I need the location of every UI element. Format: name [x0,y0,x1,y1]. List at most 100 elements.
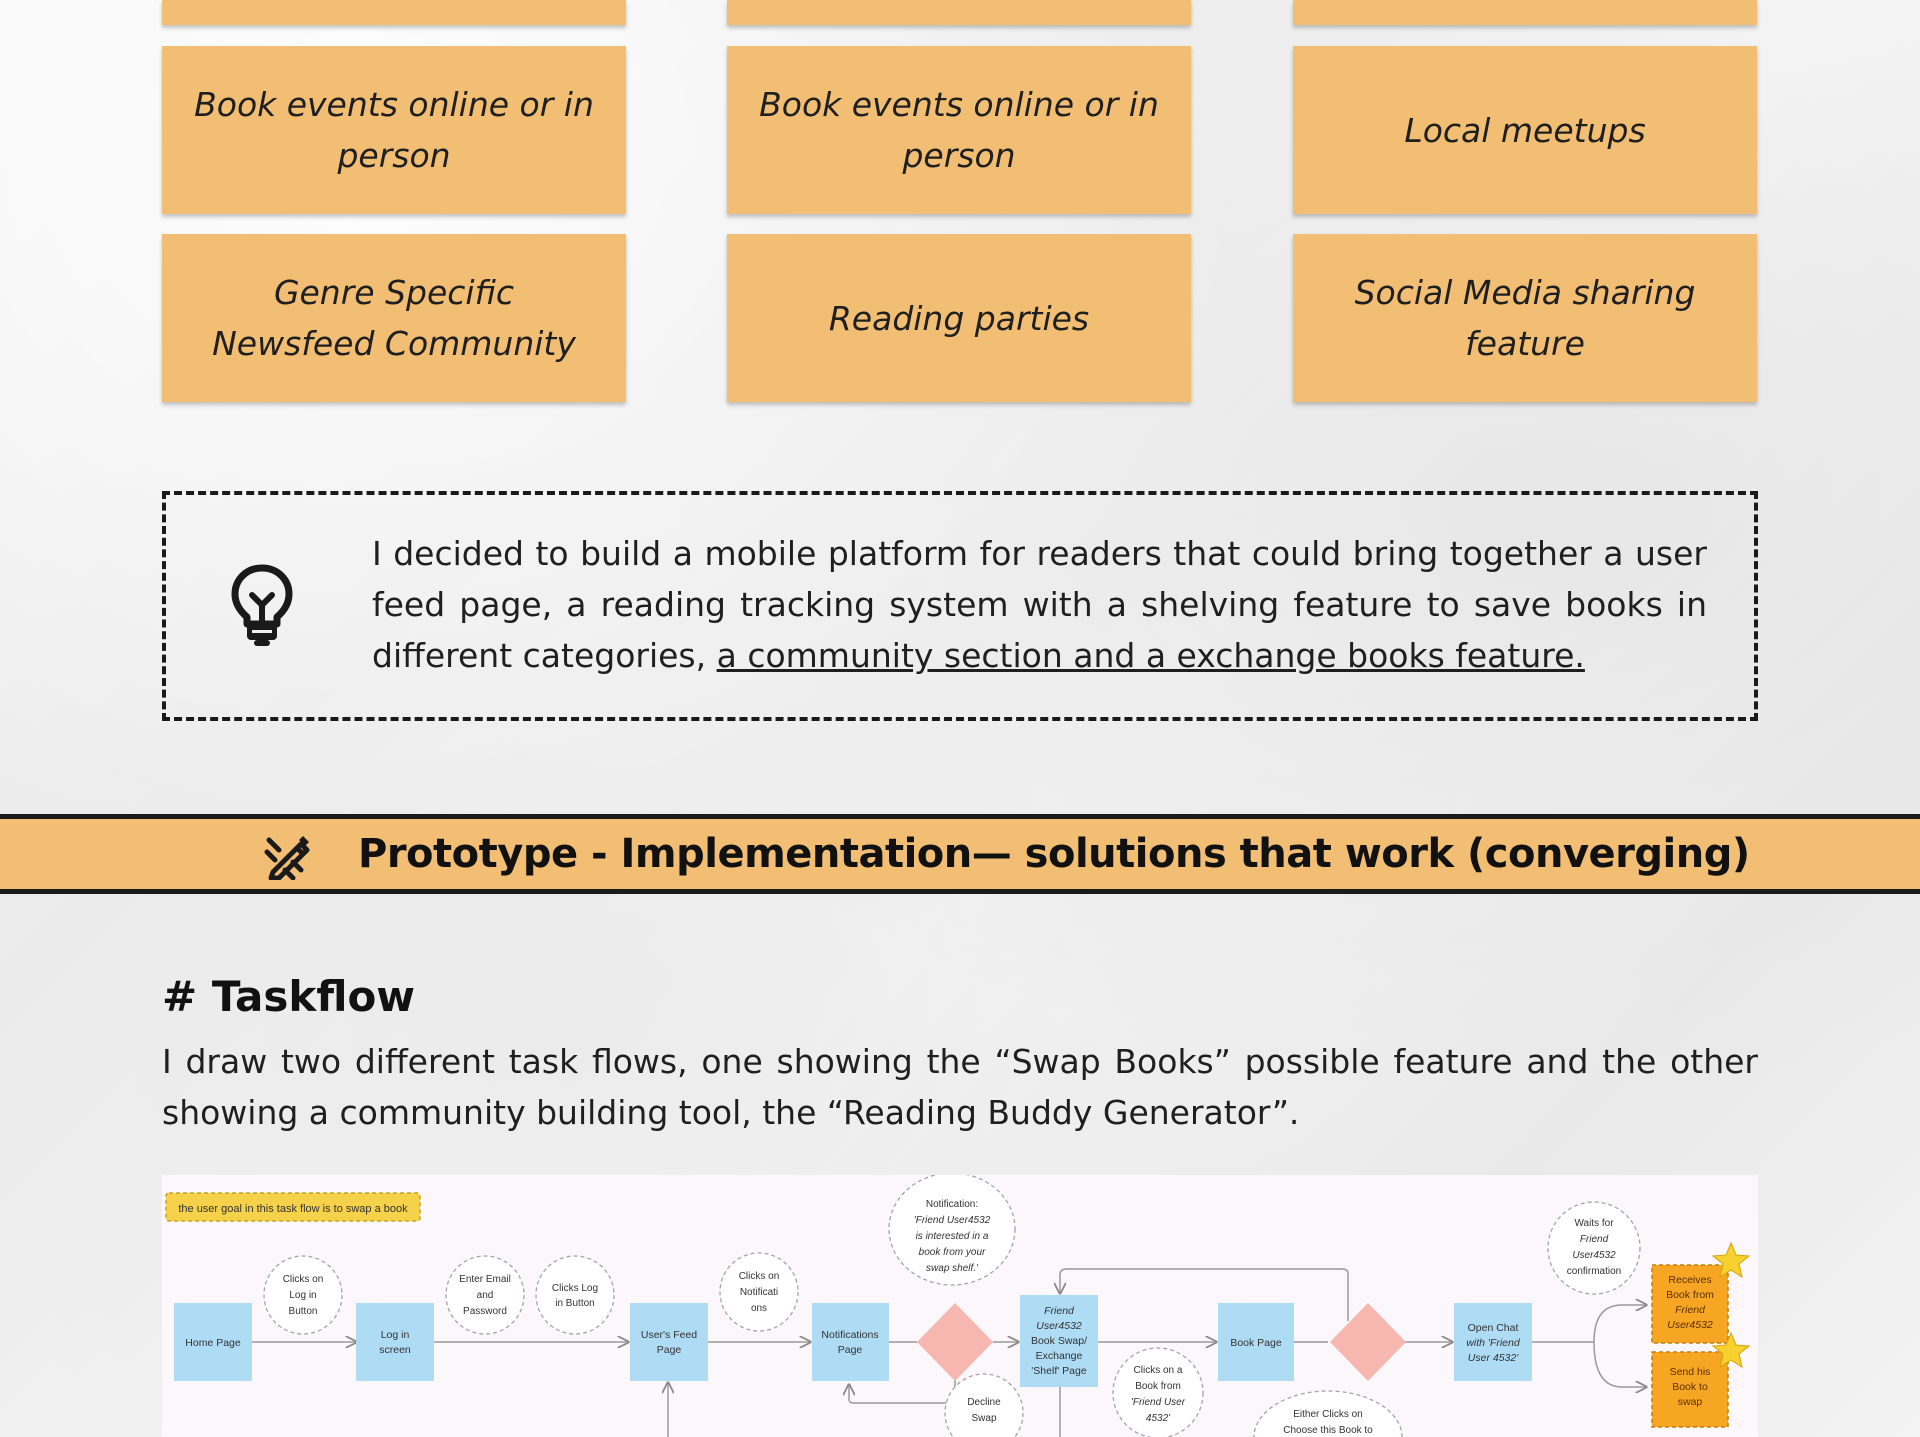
node-label: Log in [381,1329,410,1341]
node-label: Friend [1675,1304,1706,1316]
node-label: 'Shelf' Page [1031,1365,1087,1377]
star-icon [1711,1331,1751,1369]
taskflow-description: I draw two different task flows, one sho… [162,1042,1758,1132]
circle-label: Clicks on [739,1271,780,1282]
circle-label: is interested in a [916,1231,989,1242]
node-label: User's Feed [641,1329,697,1341]
idea-callout-box [162,491,1758,721]
circle-label: book from your [919,1247,986,1258]
idea-text-underlined: a community section and a exchange books… [716,636,1585,675]
node-label: swap [1678,1396,1703,1408]
feed-page-node [630,1303,708,1381]
section-banner [0,814,1920,894]
sticky-note: Book events online or in person [727,46,1191,214]
action-circle [535,1255,615,1335]
taskflow-svg: the user goal in this task flow is to sw… [165,1175,1751,1437]
sticky-note-partial-3 [1293,0,1757,25]
decision-diamond [917,1303,993,1381]
notifications-page-node [812,1303,889,1381]
sticky-note-text: Book events online or in person [759,85,1159,175]
circle-label: Clicks on [283,1274,324,1285]
sticky-note-partial-2 [727,0,1191,25]
idea-text-plain: I decided to build a mobile platform for… [372,534,1707,675]
node-label: Book Swap/ [1031,1335,1087,1347]
sticky-note: Social Media sharing feature [1293,234,1757,402]
taskflow-heading: # Taskflow [162,972,416,1021]
sticky-note-text: Genre Specific Newsfeed Community [212,273,576,363]
circle-label: in Button [555,1298,594,1309]
circle-label: Book from [1135,1381,1181,1392]
home-page-node [174,1303,252,1381]
idea-text: I decided to build a mobile platform for… [372,528,1707,681]
circle-label: Password [463,1306,507,1317]
open-chat-node [1454,1303,1532,1381]
action-circle [944,1373,1024,1437]
action-circle [1547,1201,1641,1295]
circle-label: ons [751,1303,767,1314]
circle-label: Notification: [926,1199,978,1210]
circle-label: Friend [1580,1234,1609,1245]
node-label: Send his [1670,1366,1711,1378]
node-label: User 4532' [1468,1352,1519,1364]
node-label: Page [657,1344,682,1356]
sticky-note-text: Reading parties [828,298,1090,338]
sticky-note: Local meetups [1293,46,1757,214]
circle-label: and [477,1290,494,1301]
circle-label: Clicks on a [1134,1365,1183,1376]
circle-label: 'Friend User4532 [914,1215,991,1226]
node-label: with 'Friend [1466,1337,1521,1349]
sticky-note: Book events online or in person [162,46,626,214]
sticky-note-text: Social Media sharing feature [1354,273,1696,363]
circle-label: Enter Email [459,1274,511,1285]
node-label: Book to [1672,1381,1708,1393]
goal-note [165,1192,421,1222]
circle-label: Clicks Log [552,1283,598,1294]
login-screen-node [356,1303,434,1381]
sticky-note: Reading parties [727,234,1191,402]
circle-label: Swap [971,1413,996,1424]
pencil-ruler-icon [264,836,310,880]
friend-shelf-node [1020,1295,1098,1387]
taskflow-diagram: the user goal in this task flow is to sw… [162,1175,1758,1437]
circle-label: 'Friend User [1131,1397,1186,1408]
sticky-note: Genre Specific Newsfeed Community [162,234,626,402]
node-label: User4532 [1667,1319,1713,1331]
circle-label: swap shelf.' [926,1263,979,1274]
sticky-note-text: Book events online or in person [194,85,594,175]
node-label: Book from [1666,1289,1714,1301]
lightbulb-icon [231,564,293,646]
node-label: Book Page [1230,1337,1282,1349]
node-label: Open Chat [1468,1322,1519,1334]
circle-label: User4532 [1572,1250,1616,1261]
action-circle [1112,1347,1204,1437]
circle-label: Waits for [1574,1218,1614,1229]
action-circle [1253,1390,1403,1437]
circle-label: Decline [967,1397,1001,1408]
node-label: Exchange [1036,1350,1083,1362]
node-label: Page [838,1344,863,1356]
receives-book-node [1651,1264,1729,1344]
node-label: Home Page [185,1337,241,1349]
node-label: Receives [1668,1274,1711,1286]
sticky-note-text: Local meetups [1404,110,1646,150]
node-label: Notifications [821,1329,878,1341]
circle-label: Log in [289,1290,316,1301]
circle-label: 4532' [1146,1413,1171,1424]
action-circle [445,1255,525,1335]
goal-note-text: the user goal in this task flow is to sw… [178,1203,408,1215]
node-label: User4532 [1036,1320,1082,1332]
node-label: screen [379,1344,411,1356]
section-title: Prototype - Implementation— solutions th… [358,831,1750,877]
action-circle [888,1175,1016,1286]
action-circle [719,1252,799,1332]
star-icon [1711,1241,1751,1279]
circle-label: confirmation [1567,1266,1621,1277]
node-label: Friend [1044,1305,1075,1317]
sticky-note-partial-1 [162,0,626,25]
action-circle [263,1255,343,1335]
book-page-node [1218,1303,1294,1381]
decision-diamond [1330,1303,1406,1381]
circle-label: Button [289,1306,318,1317]
circle-label: Either Clicks on [1293,1409,1362,1420]
circle-label: Notificati [740,1287,778,1298]
